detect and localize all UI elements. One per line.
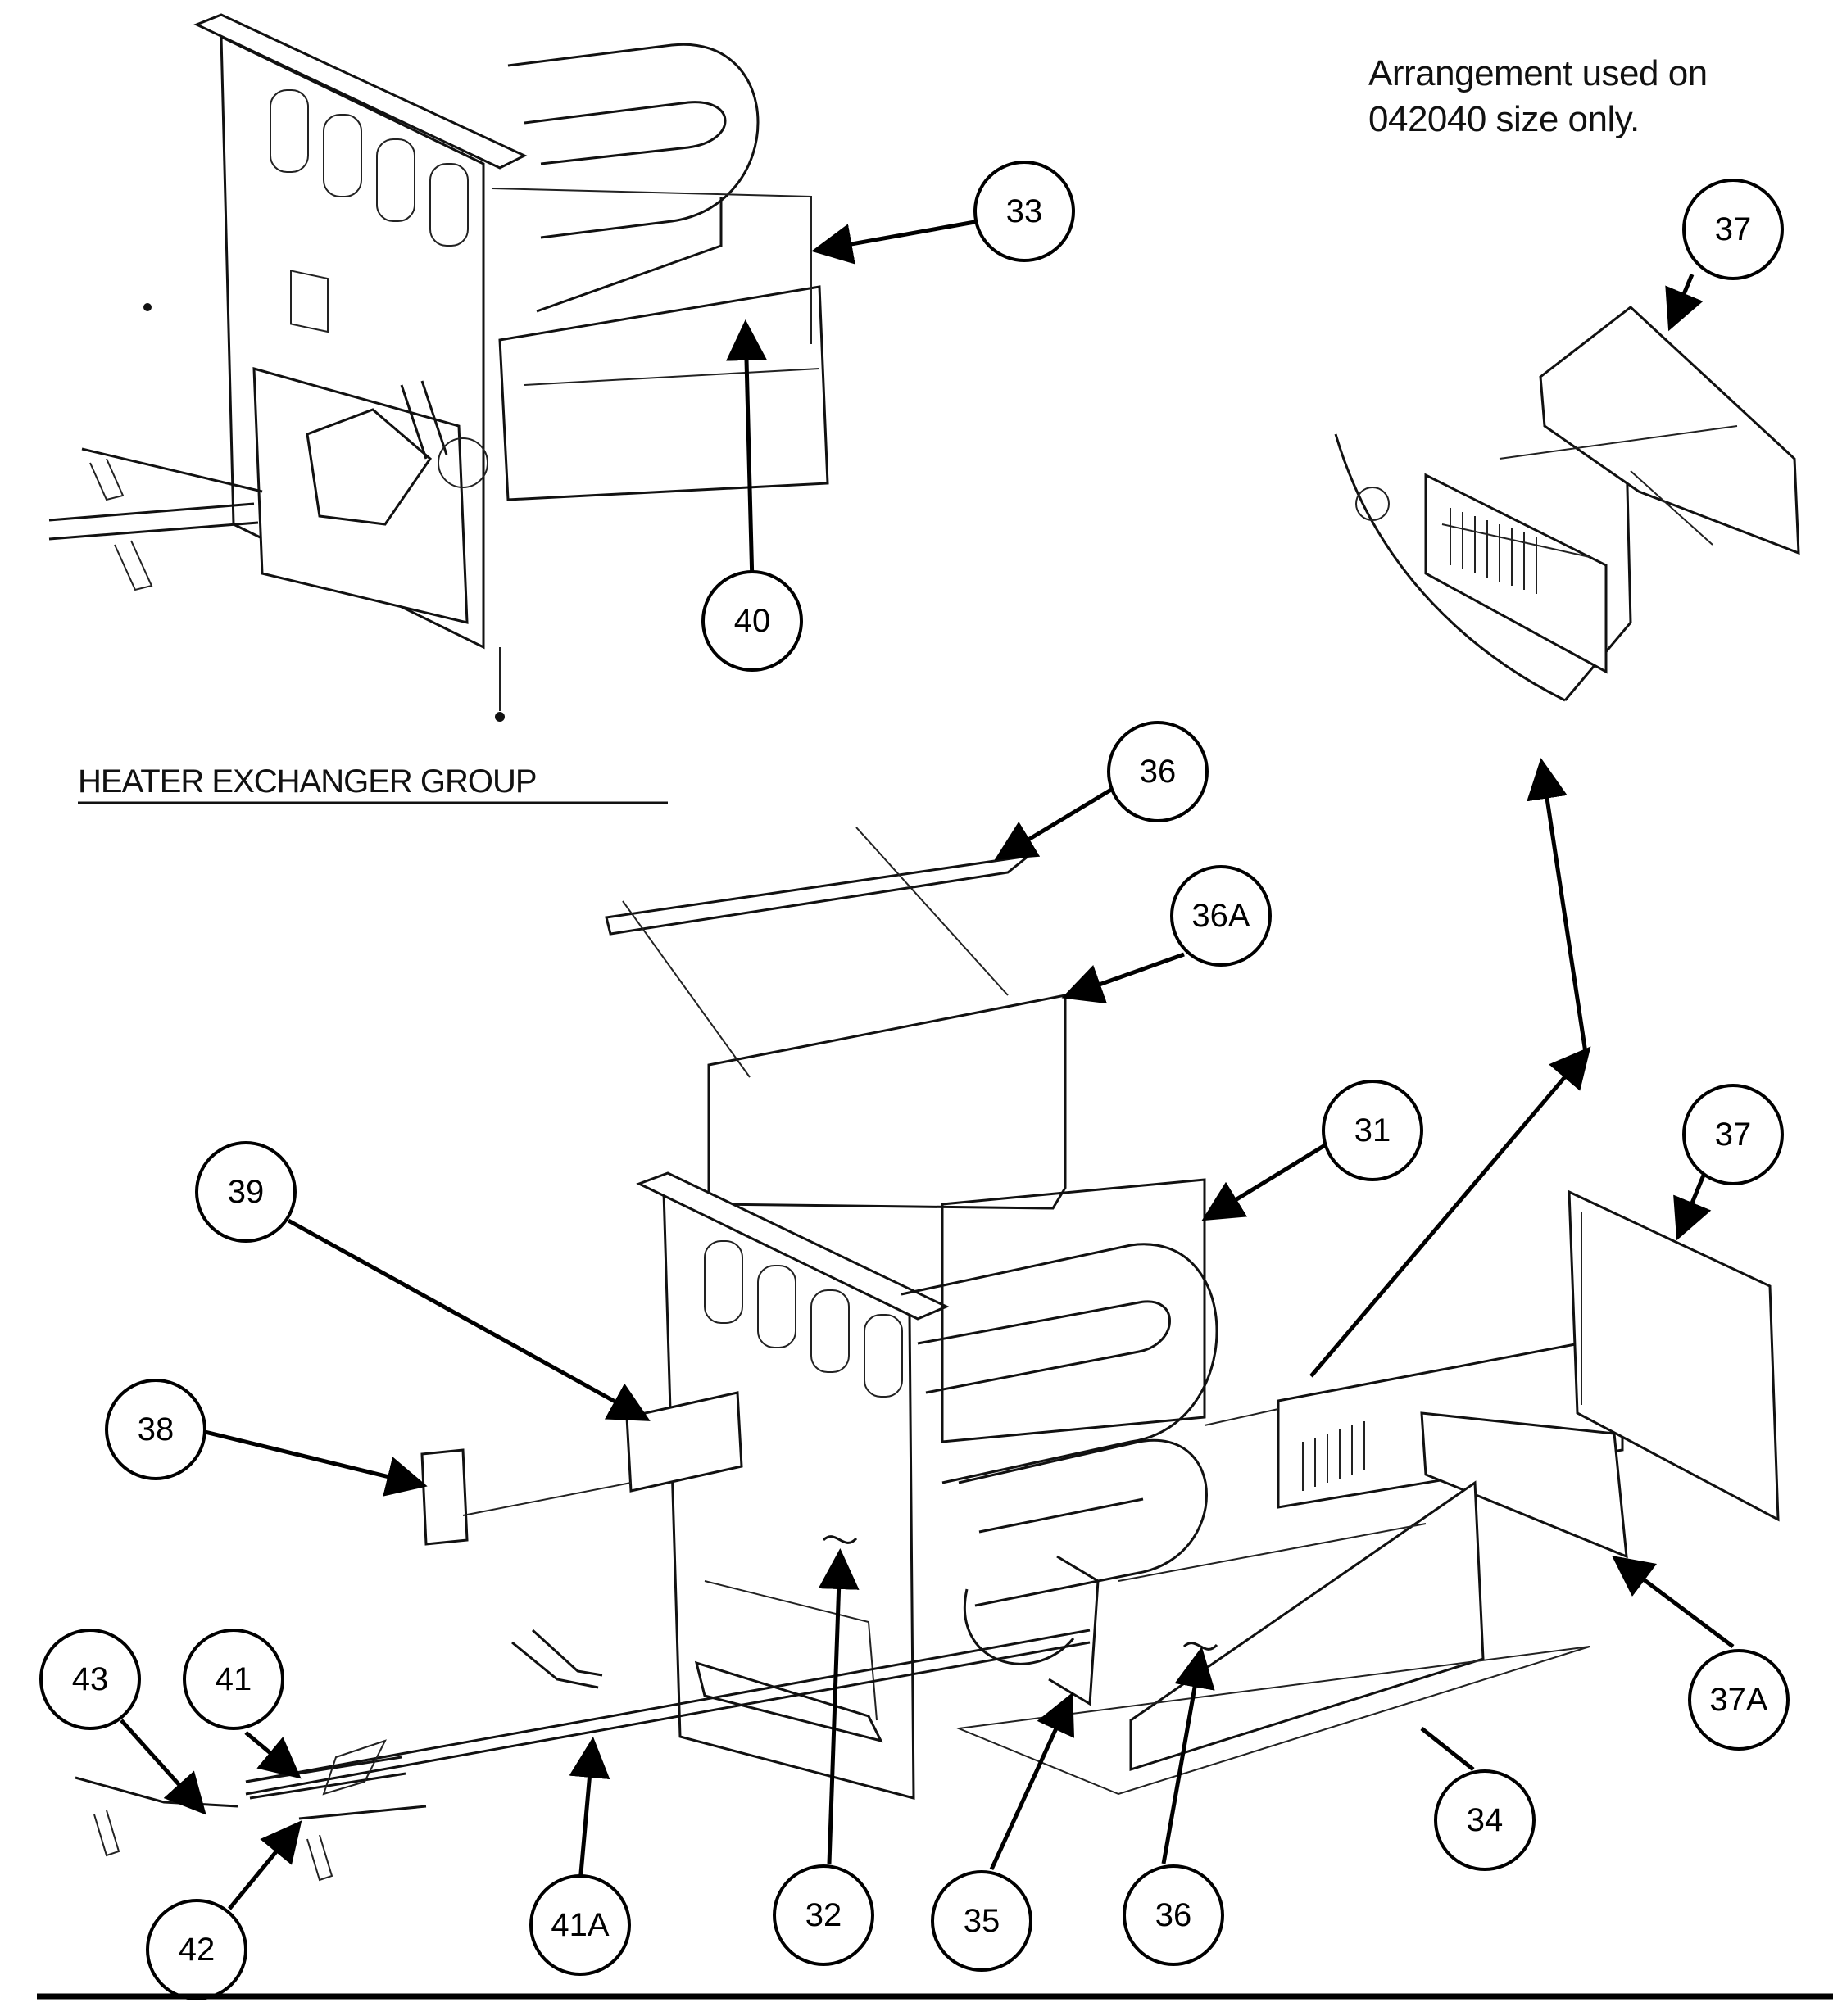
callout-bubbles: 33 40 37 36 36A 31 39 37 38 43 41 3 <box>39 161 1790 2000</box>
svg-text:41A: 41A <box>551 1907 609 1943</box>
callout-38: 38 <box>105 1379 206 1480</box>
svg-text:37: 37 <box>1715 1117 1752 1153</box>
svg-text:31: 31 <box>1354 1112 1391 1148</box>
lower-exploded-assembly <box>75 827 1780 1882</box>
svg-text:34: 34 <box>1467 1802 1504 1838</box>
svg-text:35: 35 <box>964 1903 1000 1939</box>
callout-35: 35 <box>931 1870 1032 1972</box>
svg-text:41: 41 <box>216 1661 252 1697</box>
inset-arrangement-view <box>1334 306 1800 702</box>
svg-text:36: 36 <box>1140 754 1177 790</box>
callout-43: 43 <box>39 1629 141 1730</box>
arrangement-note-line1: Arrangement used on <box>1368 53 1708 93</box>
svg-text:39: 39 <box>228 1174 265 1210</box>
callout-37: 37 <box>1682 1084 1784 1185</box>
svg-text:38: 38 <box>138 1411 175 1447</box>
svg-text:36: 36 <box>1155 1897 1192 1933</box>
callout-34: 34 <box>1434 1769 1536 1871</box>
svg-text:37A: 37A <box>1709 1682 1767 1718</box>
group-title: HEATER EXCHANGER GROUP <box>78 763 538 800</box>
svg-text:40: 40 <box>734 603 771 639</box>
leader-lines <box>120 219 1735 1910</box>
callout-41a: 41A <box>529 1874 631 1976</box>
callout-31: 31 <box>1322 1080 1423 1181</box>
callout-36: 36 <box>1123 1864 1224 1966</box>
callout-37a: 37A <box>1688 1649 1790 1751</box>
callout-32: 32 <box>773 1864 874 1966</box>
top-heat-exchanger-assembly <box>48 13 829 722</box>
callout-36a: 36A <box>1170 865 1272 967</box>
svg-text:37: 37 <box>1715 211 1752 247</box>
svg-text:33: 33 <box>1006 193 1043 229</box>
callout-36-top: 36 <box>1107 721 1209 822</box>
svg-text:36A: 36A <box>1191 898 1250 934</box>
arrangement-note: Arrangement used on 042040 size only. <box>1368 51 1708 143</box>
callout-39: 39 <box>195 1141 297 1243</box>
arrangement-note-line2: 042040 size only. <box>1368 99 1640 139</box>
svg-text:32: 32 <box>805 1897 842 1933</box>
callout-33: 33 <box>973 161 1075 262</box>
svg-text:42: 42 <box>179 1932 216 1968</box>
callout-37-inset: 37 <box>1682 179 1784 280</box>
callout-41: 41 <box>183 1629 284 1730</box>
callout-42: 42 <box>146 1899 247 2000</box>
callout-40: 40 <box>701 570 803 672</box>
svg-text:43: 43 <box>72 1661 109 1697</box>
